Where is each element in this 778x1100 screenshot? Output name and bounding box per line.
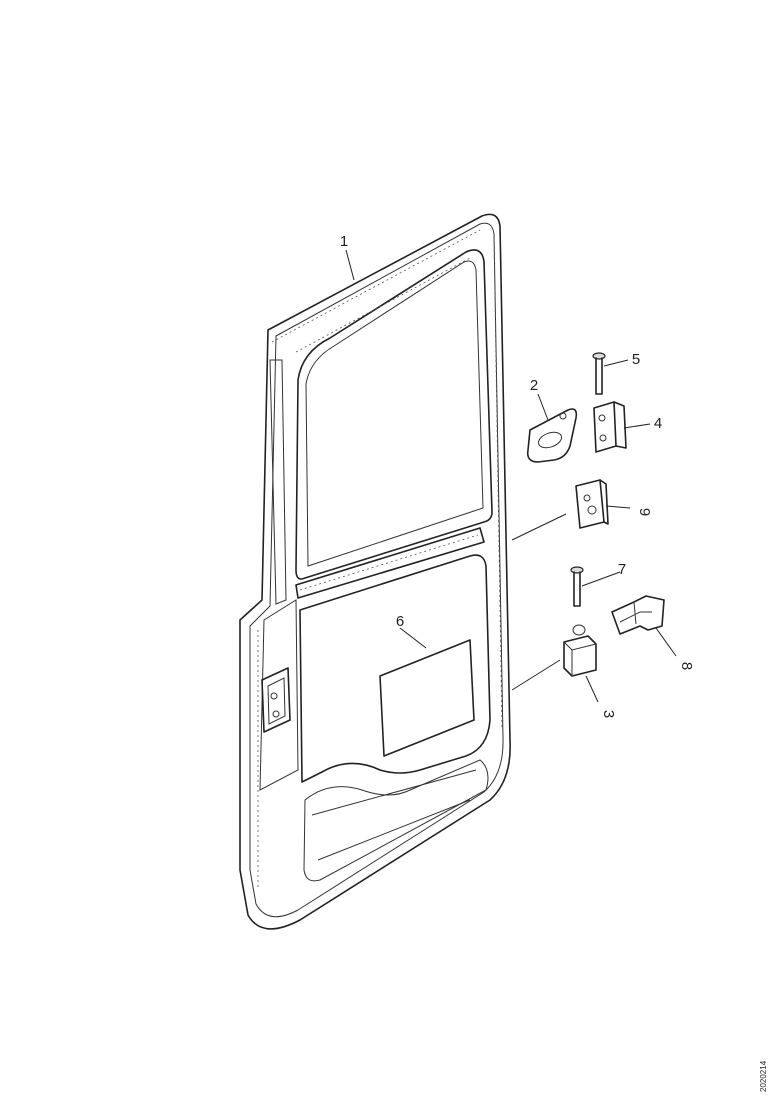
callout-9: 9 <box>636 508 653 516</box>
part-8-hinge-bracket <box>611 595 665 635</box>
callout-1: 1 <box>340 233 348 250</box>
part-2-latch-plate <box>526 408 578 463</box>
callout-7: 7 <box>618 561 626 578</box>
callout-3: 3 <box>600 710 617 718</box>
part-7-bolt <box>570 566 584 607</box>
callout-5: 5 <box>632 351 640 368</box>
document-number: 2020214 <box>759 1060 768 1092</box>
part-4-striker <box>593 401 627 453</box>
part-9-bracket <box>575 479 609 529</box>
callout-4: 4 <box>654 415 662 432</box>
callout-2: 2 <box>530 377 538 394</box>
part-5-bolt <box>592 352 606 395</box>
part-6-panel <box>379 639 475 757</box>
door-frame <box>239 213 511 930</box>
leader-lines <box>345 249 677 703</box>
callout-8: 8 <box>678 662 695 670</box>
part-3-block <box>563 624 597 677</box>
callout-6: 6 <box>396 613 404 630</box>
